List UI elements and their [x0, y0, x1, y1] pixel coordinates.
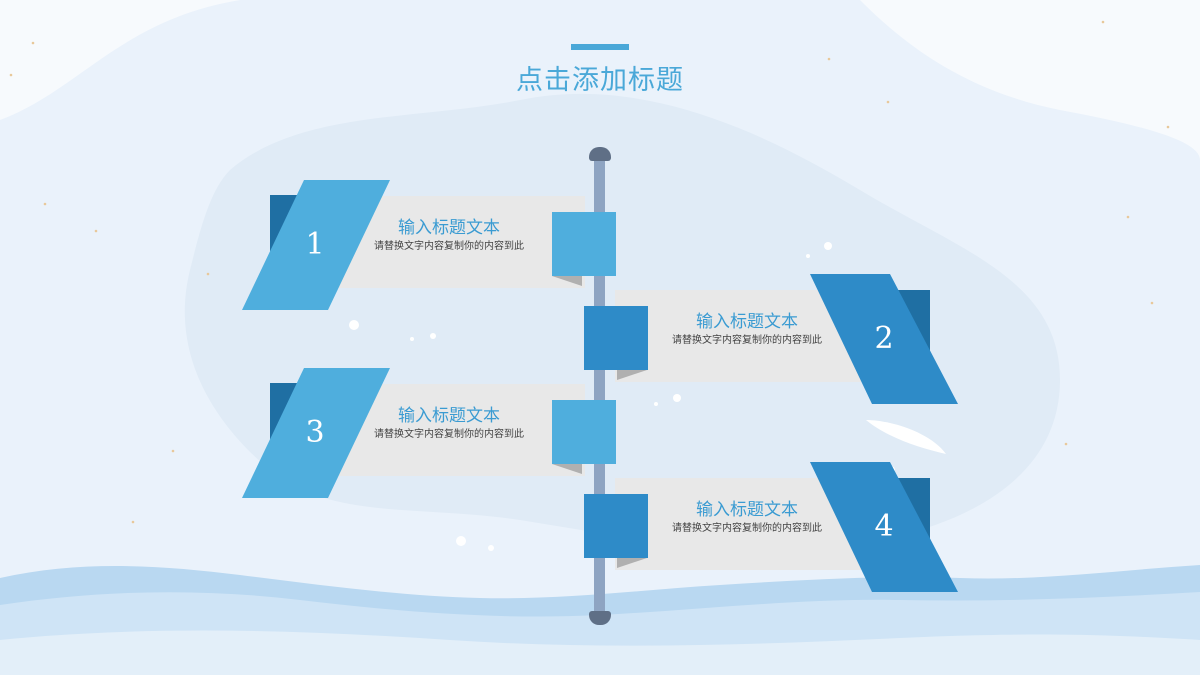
pole-bottom-cap: [589, 611, 611, 625]
sign-3-square: [552, 400, 616, 464]
sign-1-number: 1: [305, 227, 325, 262]
sign-2-square: [584, 306, 648, 370]
sign-2-number: 2: [874, 321, 894, 356]
sign-2-description[interactable]: 请替换文字内容复制你的内容到此: [672, 335, 822, 346]
sign-3-title[interactable]: 输入标题文本: [398, 406, 500, 426]
sign-4-number: 4: [874, 509, 894, 544]
sign-3-number: 3: [305, 415, 325, 450]
sign-3-description[interactable]: 请替换文字内容复制你的内容到此: [374, 429, 524, 440]
signpost-pole: [594, 155, 605, 620]
page-title[interactable]: 点击添加标题: [516, 65, 684, 96]
sign-4-description[interactable]: 请替换文字内容复制你的内容到此: [672, 523, 822, 534]
sign-1-square: [552, 212, 616, 276]
sign-1-title[interactable]: 输入标题文本: [398, 218, 500, 238]
sign-4-square: [584, 494, 648, 558]
pole-top-cap: [589, 147, 611, 161]
sign-4-title[interactable]: 输入标题文本: [696, 500, 798, 520]
sign-2-title[interactable]: 输入标题文本: [696, 312, 798, 332]
title-accent-bar: [571, 44, 629, 50]
sign-1-description[interactable]: 请替换文字内容复制你的内容到此: [374, 241, 524, 252]
